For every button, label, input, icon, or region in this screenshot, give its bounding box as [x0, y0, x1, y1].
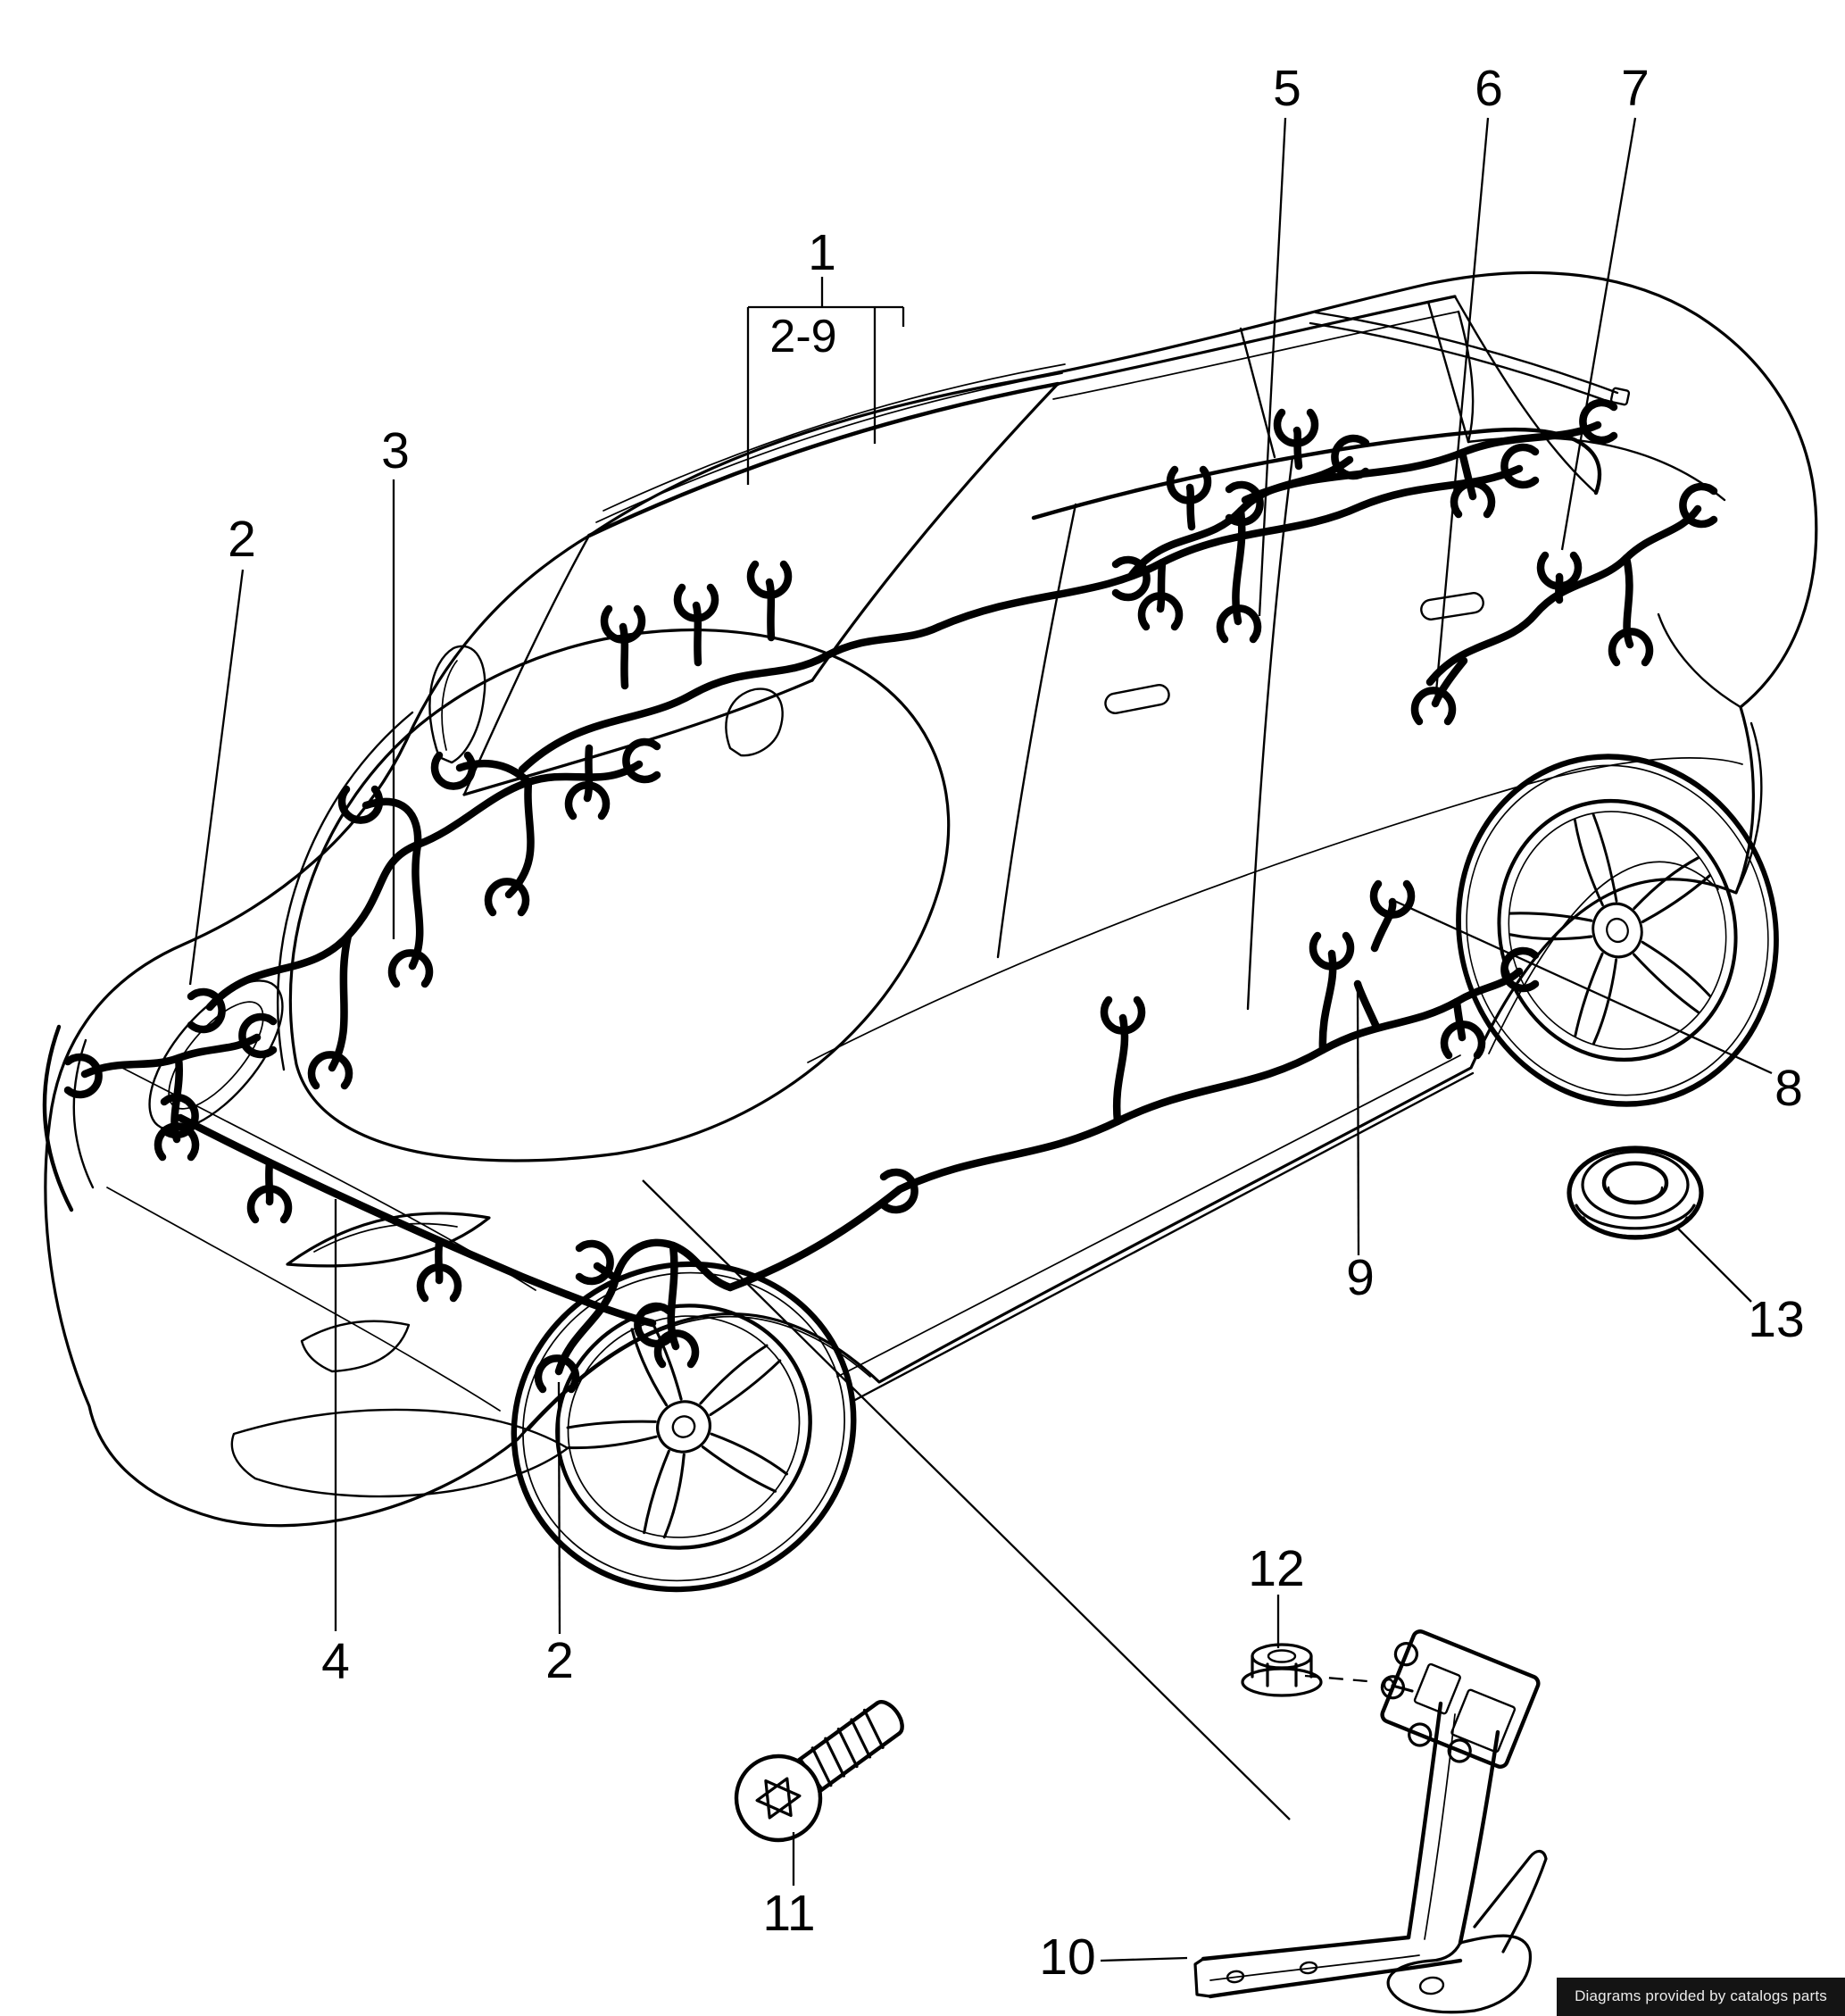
- mounting-bracket-drawing: [1193, 1629, 1548, 2014]
- rear-wheel: [1456, 754, 1779, 1107]
- callout-12-label: 12: [1248, 1540, 1304, 1597]
- leader-6: [1434, 117, 1490, 703]
- callout-13-label: 13: [1748, 1291, 1804, 1348]
- leader-group-1: [746, 277, 905, 485]
- car-silhouette: [44, 271, 1818, 1528]
- leader-9: [1356, 985, 1360, 1256]
- callout-7-label: 7: [1621, 60, 1650, 117]
- headlight-near: [286, 1212, 491, 1268]
- wiring-harnesses: [68, 403, 1714, 1389]
- provider-badge: Diagrams provided by catalogs parts: [1557, 1978, 1845, 2016]
- harness-rocker: [884, 884, 1535, 1210]
- harness-fog-area: [538, 1185, 904, 1389]
- flange-nut-drawing: [1241, 1643, 1323, 1697]
- side-windows: [1031, 295, 1602, 521]
- hood-opening: [277, 628, 951, 1162]
- callout-labels: 1 2-9 2 3 4 2 5 6 7 8 9 10 11 12 13: [228, 60, 1805, 1986]
- callout-range-label: 2-9: [769, 311, 836, 362]
- door-handle-rear: [1420, 592, 1484, 621]
- rear-deck: [1309, 310, 1763, 895]
- callout-4-label: 4: [321, 1633, 350, 1690]
- callout-1-label: 1: [808, 224, 836, 281]
- callout-6-label: 6: [1475, 60, 1503, 117]
- far-mirror: [428, 645, 486, 764]
- callout-5-label: 5: [1273, 60, 1301, 117]
- harness-rear: [1229, 403, 1714, 721]
- callout-10-label: 10: [1039, 1929, 1095, 1986]
- leader-13: [1675, 1226, 1752, 1303]
- leader-2-lower: [557, 1381, 561, 1635]
- leader-2-front: [188, 569, 245, 986]
- door-seams: [528, 455, 1743, 1431]
- leader-lines: [188, 117, 1773, 1962]
- callout-11-label: 11: [762, 1885, 815, 1942]
- harness-engine-bay: [191, 742, 657, 1086]
- windshield: [462, 363, 1066, 796]
- door-handle-front: [1104, 684, 1170, 714]
- leader-8: [1392, 898, 1773, 1075]
- leader-7: [1560, 117, 1637, 551]
- leader-5: [1258, 117, 1287, 617]
- callout-2-front-label: 2: [228, 511, 256, 568]
- provider-badge-text: Diagrams provided by catalogs parts: [1575, 1987, 1827, 2004]
- car-body-drawing: [42, 271, 1818, 1593]
- near-mirror: [725, 687, 784, 757]
- harness-dash: [518, 564, 943, 816]
- callout-9-label: 9: [1346, 1249, 1375, 1306]
- leader-bracket-assembly: [642, 1179, 1291, 1820]
- leader-10: [1100, 1956, 1188, 1962]
- callout-8-label: 8: [1774, 1060, 1803, 1117]
- callout-2-lower-label: 2: [545, 1632, 574, 1689]
- torx-screw-drawing: [734, 1700, 904, 1843]
- leader-12-dashed: [1304, 1674, 1368, 1683]
- grommet-drawing: [1567, 1145, 1704, 1240]
- callout-3-label: 3: [381, 422, 410, 479]
